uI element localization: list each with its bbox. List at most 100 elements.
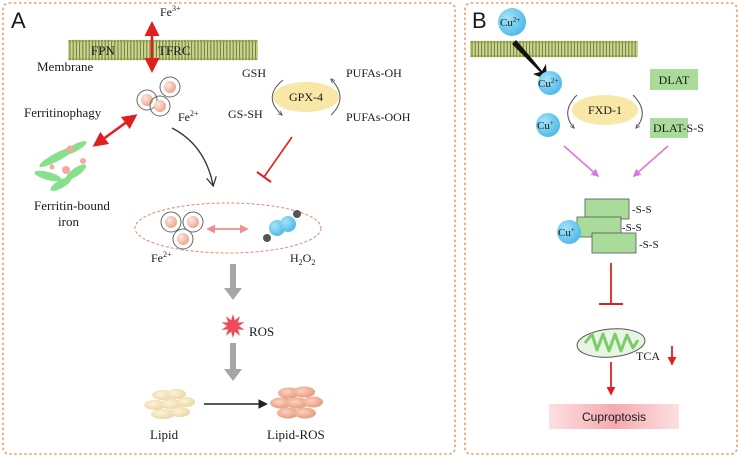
membrane-lipid-head (614, 54, 618, 58)
cu-import-arrow (512, 40, 547, 80)
membrane-lipid-head (139, 39, 142, 43)
pufas-ooh-label: PUFAs-OOH (346, 110, 411, 124)
membrane-lipid-head (611, 40, 615, 44)
cu1-label: Cu+ (537, 119, 554, 132)
membrane-lipid-head (196, 39, 200, 43)
membrane-lipid-head (576, 40, 579, 44)
membrane-b (470, 40, 638, 58)
membrane-lipid-head (518, 40, 522, 44)
membrane-lipid-head (486, 40, 490, 44)
membrane-lipid-head (477, 54, 480, 58)
membrane-lipid-head (145, 57, 149, 61)
membrane-lipid-head (87, 57, 91, 61)
membrane-lipid-head (219, 57, 222, 61)
membrane-lipid-head (489, 54, 493, 58)
gsh-cycle-arrow (271, 79, 284, 115)
membrane-lipid-head (541, 40, 544, 44)
membrane-lipid-head (126, 39, 129, 43)
cuproptosis-band (549, 404, 679, 429)
membrane-lipid-head (94, 57, 97, 61)
membrane-lipid-head (601, 40, 605, 44)
membrane-lipid-head (601, 54, 605, 58)
membrane-lipid-head (579, 54, 583, 58)
membrane-lipid-head (87, 39, 91, 43)
fe-sphere-cluster-pool (160, 211, 204, 250)
membrane-lipid-head (509, 54, 512, 58)
membrane-lipid-head (228, 39, 232, 43)
membrane-lipid-head (81, 57, 85, 61)
membrane-lipid-head (534, 40, 538, 44)
membrane-lipid-head (196, 57, 200, 61)
membrane-lipid-head (630, 54, 634, 58)
membrane-lipid-head (502, 54, 506, 58)
gpx4-inhibition (256, 136, 293, 183)
membrane-lipid-head (84, 39, 88, 43)
fxd1-ellipse (572, 95, 638, 125)
membrane-lipid-head (155, 57, 158, 61)
membrane-lipid-head (123, 57, 126, 61)
membrane-lipid-head (553, 54, 557, 58)
membrane-lipid-head (91, 39, 94, 43)
tfrc-label: TFRC (158, 43, 191, 58)
membrane-lipid-head (608, 40, 611, 44)
fenton-pool-ellipse (134, 202, 322, 254)
membrane-lipid-head (177, 39, 181, 43)
panel-a-letter: A (11, 8, 26, 33)
membrane-lipid-head (550, 54, 554, 58)
membrane-lipid-head (174, 57, 177, 61)
membrane-lipid-head (480, 54, 483, 58)
membrane-lipid-head (116, 57, 120, 61)
membrane-lipid-head (531, 40, 535, 44)
membrane-lipid-head (241, 39, 245, 43)
membrane-lipid-head (145, 39, 149, 43)
membrane-lipid-head (100, 57, 104, 61)
ss-label-1: -S-S (632, 204, 652, 216)
pufas-oh-label: PUFAs-OH (346, 66, 402, 80)
membrane-lipid-head (126, 57, 129, 61)
ros-star-icon (221, 314, 245, 338)
membrane-lipid-head (107, 57, 110, 61)
membrane-lipid-head (135, 57, 139, 61)
membrane-lipid-head (142, 39, 145, 43)
membrane-lipid-head (553, 40, 557, 44)
membrane-lipid-head (139, 57, 142, 61)
membrane-lipid-head (238, 57, 241, 61)
membrane-lipid-head (68, 39, 72, 43)
membrane-lipid-head (483, 40, 487, 44)
cu2-top-label: Cu2+ (500, 16, 520, 29)
membrane-lipid-head (617, 40, 621, 44)
membrane-lipid-head (251, 39, 254, 43)
membrane-lipid-head (473, 40, 477, 44)
membrane-lipid-head (480, 40, 483, 44)
cu-reduction-arrow (567, 94, 578, 128)
membrane-lipid-head (78, 57, 81, 61)
membrane-lipid-head (582, 40, 586, 44)
lipid-ros-cluster (270, 386, 323, 419)
cuproptosis-label: Cuproptosis (582, 410, 646, 424)
membrane-lipid-head (528, 40, 531, 44)
membrane-lipid-head (589, 54, 592, 58)
membrane-lipid-head (142, 57, 145, 61)
dlat-box (650, 69, 698, 90)
membrane-lipid-head (222, 39, 225, 43)
dlat-ss-label: DLAT-S-S (653, 121, 704, 135)
membrane-lipid-head (190, 39, 193, 43)
membrane-lipid-head (550, 40, 554, 44)
cu-to-aggregate-arrow (563, 145, 600, 178)
membrane-lipid-head (470, 40, 474, 44)
cu2-mid-label: Cu2+ (538, 77, 558, 90)
tca-label: TCA (636, 349, 660, 363)
membrane-lipid-head (499, 40, 503, 44)
membrane-lipid-head (116, 39, 120, 43)
membrane-lipid-head (206, 57, 209, 61)
membrane-lipid-head (183, 39, 187, 43)
membrane-lipid-head (496, 40, 499, 44)
membrane-lipid-head (212, 57, 216, 61)
membrane-lipid-head (222, 57, 225, 61)
membrane-lipid-head (228, 57, 232, 61)
membrane-lipid-head (585, 54, 589, 58)
membrane-lipid-head (177, 57, 181, 61)
membrane-lipid-head (563, 40, 567, 44)
membrane-lipid-head (119, 39, 123, 43)
membrane-lipid-head (254, 39, 257, 43)
